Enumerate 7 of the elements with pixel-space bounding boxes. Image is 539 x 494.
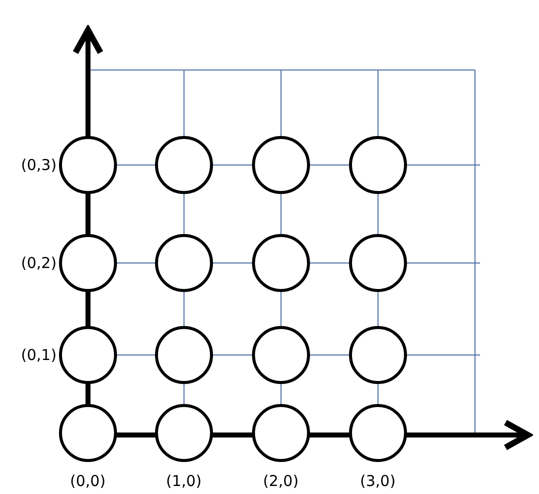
coordinate-label: (0,3): [21, 156, 57, 174]
coordinate-label: (0,2): [21, 254, 57, 272]
coordinate-label: (1,0): [166, 472, 202, 490]
coordinate-label: (2,0): [263, 472, 299, 490]
coordinate-label: (0,0): [70, 472, 106, 490]
coordinate-label: (3,0): [360, 472, 396, 490]
coordinate-label: (0,1): [21, 346, 57, 364]
